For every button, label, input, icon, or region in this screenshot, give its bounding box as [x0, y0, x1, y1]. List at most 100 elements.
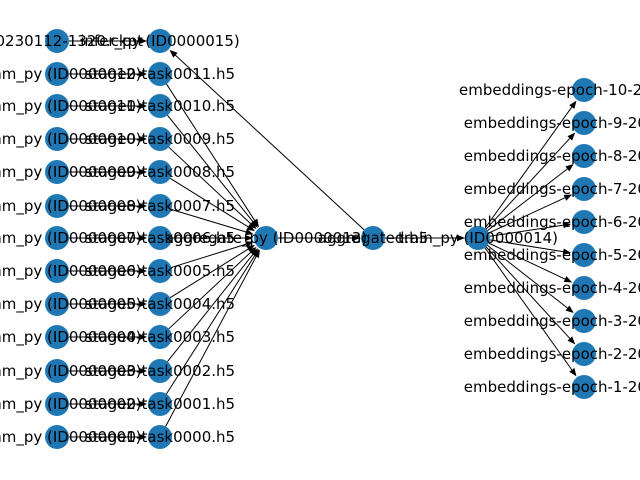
edge-m9-to-agg	[168, 246, 257, 330]
edge-arrowhead	[352, 234, 360, 242]
graph-node-m7	[148, 259, 172, 283]
edge-line	[169, 177, 251, 229]
graph-node-m10	[148, 359, 172, 383]
edge-line	[166, 253, 257, 395]
edge-arrowhead	[565, 163, 574, 172]
edge-line	[167, 252, 255, 362]
edge-trn-to-e9	[485, 132, 576, 230]
graph-node-m3	[148, 127, 172, 151]
graph-node-agh	[361, 226, 385, 250]
edge-arrowhead	[139, 102, 147, 110]
graph-node-label-e4: embeddings-epoch-4-20230112	[464, 279, 640, 297]
edge-line	[484, 247, 574, 372]
edge-arrowhead	[248, 221, 257, 230]
edge-arrowhead	[139, 202, 147, 210]
graph-node-e5	[572, 243, 596, 267]
graph-node-m8	[148, 292, 172, 316]
edge-n1-to-m1	[69, 70, 147, 78]
graph-node-m6	[148, 226, 172, 250]
edge-n5-to-m5	[69, 202, 147, 210]
graph-node-trn	[466, 226, 490, 250]
graph-node-e3	[572, 309, 596, 333]
edge-arrowhead	[139, 367, 147, 375]
edge-arrowhead	[139, 267, 147, 275]
edge-line	[487, 245, 570, 310]
edge-m5-to-agg	[171, 208, 254, 235]
graph-node-label-agg: aggregate_py (ID0000013)	[165, 229, 367, 248]
edge-n7-to-m7	[69, 267, 147, 275]
graph-node-n5	[45, 194, 69, 218]
edge-agg-to-agh	[278, 234, 360, 242]
edge-arrowhead	[244, 241, 254, 248]
graph-node-label-e5: embeddings-epoch-5-20230112	[464, 246, 640, 264]
graph-node-e10	[572, 78, 596, 102]
edge-m4-to-agg	[169, 177, 255, 232]
edge-line	[485, 136, 572, 230]
graph-node-m0	[148, 29, 172, 53]
graph-node-n10	[45, 359, 69, 383]
edge-arrowhead	[565, 305, 574, 313]
graph-node-m12	[148, 425, 172, 449]
edge-arrowhead	[139, 234, 147, 242]
edge-arrowhead	[250, 219, 258, 228]
edge-line	[488, 196, 567, 234]
graph-node-e6	[572, 210, 596, 234]
graph-node-n7	[45, 259, 69, 283]
edge-n6-to-m6	[69, 234, 147, 242]
graph-node-n4	[45, 160, 69, 184]
edge-line	[169, 247, 251, 299]
edge-m8-to-agg	[169, 244, 255, 299]
edge-line	[166, 83, 257, 223]
graph-node-label-n4: mmm_py (ID0000009)	[0, 163, 141, 182]
edge-arrowhead	[246, 224, 255, 232]
edge-trn-to-e1	[484, 247, 577, 377]
graph-node-label-m12: stage0-task0000.h5	[85, 428, 235, 446]
graph-node-label-m4: stage0-task0008.h5	[85, 163, 235, 181]
edge-line	[168, 250, 253, 330]
label-layer: 0-20230112-1320.ckptmmm_py (ID0000012)mm…	[0, 32, 640, 447]
edge-n0-to-m0	[69, 37, 147, 45]
graph-node-label-m5: stage0-task0007.h5	[85, 197, 235, 215]
graph-node-label-n11: mmm_py (ID0000002)	[0, 395, 141, 414]
graph-node-m11	[148, 392, 172, 416]
graph-node-label-m3: stage0-task0009.h5	[85, 130, 235, 148]
edge-arrowhead	[246, 244, 255, 252]
graph-node-label-m2: stage0-task0010.h5	[85, 97, 235, 115]
graph-node-label-n5: mmm_py (ID0000008)	[0, 197, 141, 216]
edge-arrowhead	[567, 336, 576, 345]
edge-line	[167, 115, 255, 224]
graph-node-e8	[572, 144, 596, 168]
graph-node-label-m11: stage0-task0001.h5	[85, 395, 235, 413]
graph-node-m4	[148, 160, 172, 184]
graph-node-label-n10: mmm_py (ID0000003)	[0, 362, 141, 381]
edge-n4-to-m4	[69, 168, 147, 176]
edge-n10-to-m10	[69, 367, 147, 375]
edge-line	[487, 167, 570, 232]
edge-arrowhead	[139, 168, 147, 176]
edge-arrowhead	[139, 433, 147, 441]
graph-node-agg	[254, 226, 278, 250]
edge-arrowhead	[563, 194, 573, 201]
node-layer	[45, 29, 596, 449]
edge-layer	[69, 37, 577, 441]
graph-node-n3	[45, 127, 69, 151]
edge-arrowhead	[569, 368, 577, 377]
edge-trn-to-e3	[487, 245, 574, 313]
graph-node-m5	[148, 194, 172, 218]
graph-node-label-e1: embeddings-epoch-1-20230112	[464, 378, 640, 396]
graph-node-label-e9: embeddings-epoch-9-20230112	[464, 114, 640, 132]
graph-node-label-e7: embeddings-epoch-7-20230112	[464, 180, 640, 198]
graph-node-label-n7: mmm_py (ID0000006)	[0, 262, 141, 281]
graph-node-label-agh: aggregated.h5	[318, 229, 428, 247]
edge-arrowhead	[139, 333, 147, 341]
edge-trn-to-e10	[484, 100, 577, 229]
graph-node-n0	[45, 29, 69, 53]
graph-node-n9	[45, 325, 69, 349]
edge-arrowhead	[244, 228, 254, 235]
edge-arrowhead	[245, 234, 253, 242]
graph-node-n1	[45, 62, 69, 86]
edge-agh-to-trn	[385, 234, 465, 242]
edge-arrowhead	[567, 132, 576, 141]
graph-node-label-m9: stage0-task0003.h5	[85, 328, 235, 346]
